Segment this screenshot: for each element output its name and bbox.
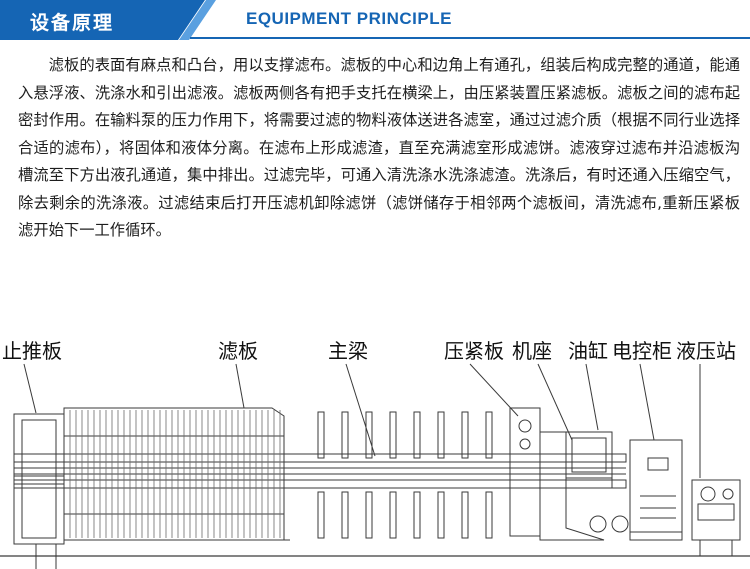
hydraulic-station — [691, 479, 741, 541]
filter-plate-pack — [63, 407, 285, 541]
label-main-beam: 主梁 — [328, 339, 368, 363]
label-control-cabinet: 电控柜 — [612, 339, 672, 363]
section-header: 设备原理 EQUIPMENT PRINCIPLE — [0, 0, 750, 40]
label-thrust-plate: 止推板 — [2, 339, 62, 363]
label-pressing-plate: 压紧板 — [444, 339, 504, 363]
machine-outline — [13, 407, 741, 569]
machine-frame — [539, 431, 605, 541]
label-hydraulic-station: 液压站 — [676, 339, 736, 363]
hanging-rods — [317, 411, 493, 539]
header-title-en: EQUIPMENT PRINCIPLE — [246, 9, 452, 28]
header-title-cn: 设备原理 — [30, 12, 115, 34]
oil-cylinder — [565, 431, 613, 479]
label-filter-plate: 滤板 — [218, 339, 258, 363]
header-banner — [0, 0, 750, 40]
principle-paragraph: 滤板的表面有麻点和凸台，用以支撑滤布。滤板的中心和边角上有通孔，组装后构成完整的… — [18, 56, 740, 239]
label-cylinder: 油缸 — [568, 339, 608, 363]
label-frame: 机座 — [512, 339, 552, 363]
filter-press-diagram: 止推板 滤板 主梁 压紧板 机座 油缸 电控柜 液压站 — [0, 339, 750, 569]
filter-plate-lines — [69, 410, 281, 538]
leader-lines — [23, 363, 701, 478]
pressing-plate — [509, 407, 541, 537]
main-beam — [13, 453, 627, 463]
